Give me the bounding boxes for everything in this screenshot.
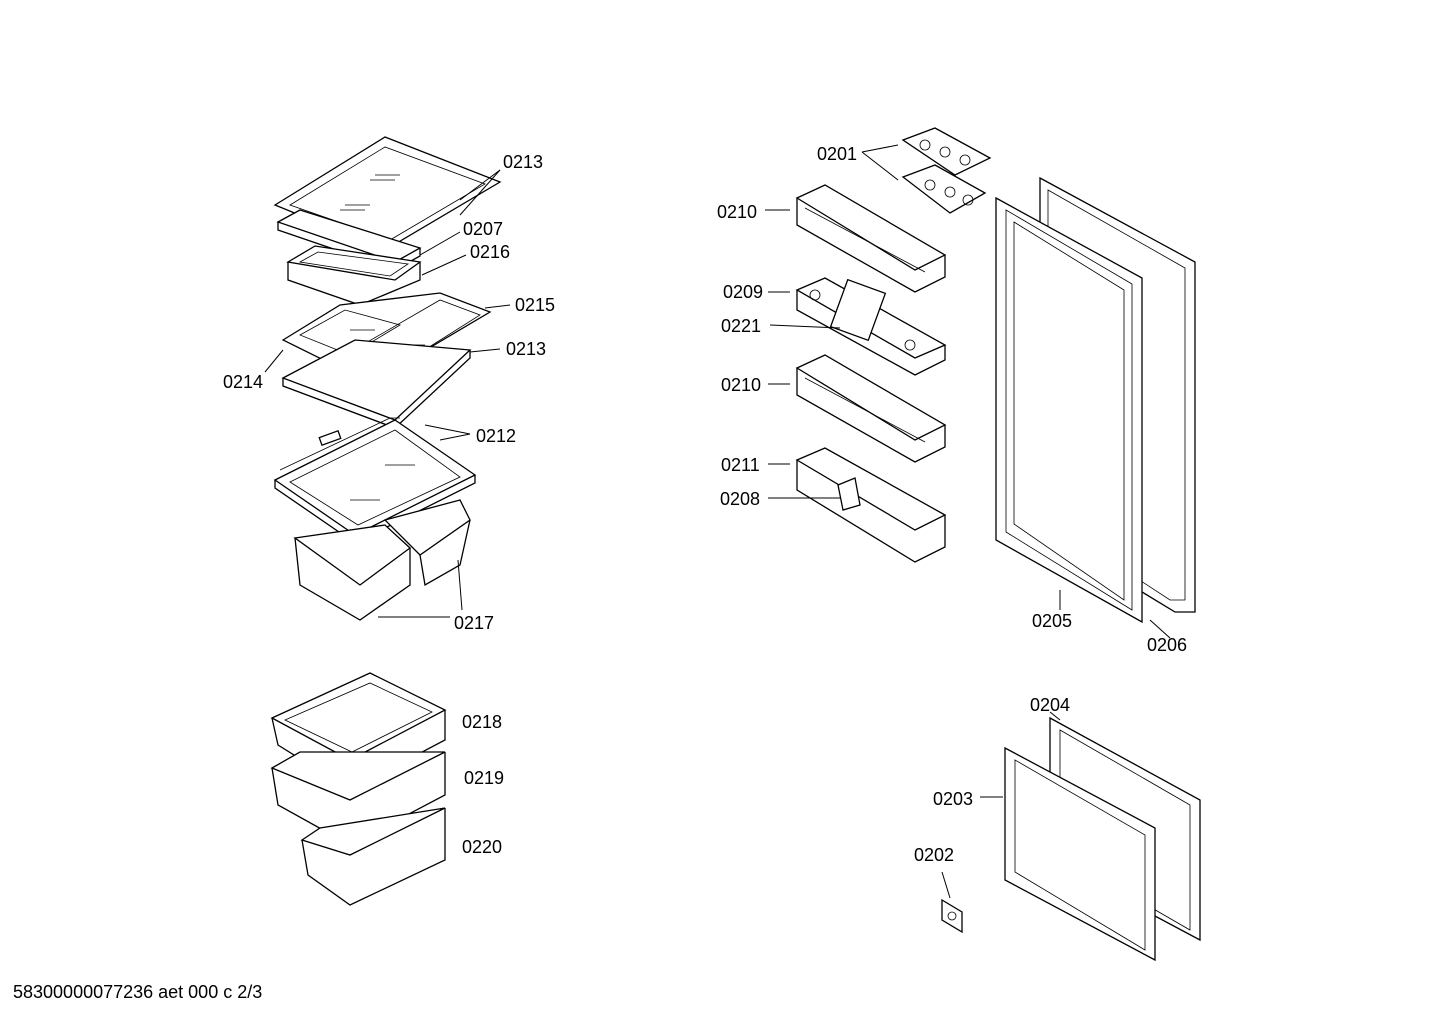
part-label-0211: 0211: [721, 455, 760, 475]
crisper-bins-0217: [293, 499, 471, 621]
door-bin-0210-mid: [795, 354, 947, 463]
door-gasket-0205: [995, 196, 1143, 624]
door-bin-0210-top: [795, 184, 947, 293]
part-label-0203: 0203: [933, 789, 973, 809]
part-label-0213-top: 0213: [503, 152, 543, 172]
footer-document-id: 58300000077236 aet 000 c 2/3: [13, 982, 262, 1002]
part-label-0202: 0202: [914, 845, 954, 865]
part-label-0205: 0205: [1032, 611, 1072, 631]
part-label-0201: 0201: [817, 144, 857, 164]
drawer-0220: [300, 807, 446, 906]
part-label-0206: 0206: [1147, 635, 1187, 655]
door-bin-0209: [795, 277, 947, 376]
part-label-0210-mid: 0210: [721, 375, 761, 395]
part-label-0204: 0204: [1030, 695, 1070, 715]
part-label-0212: 0212: [476, 426, 516, 446]
part-label-0209: 0209: [723, 282, 763, 302]
part-label-0220: 0220: [462, 837, 502, 857]
part-label-0215: 0215: [515, 295, 555, 315]
egg-trays-0201: [901, 127, 992, 214]
part-label-0207: 0207: [463, 219, 503, 239]
part-label-0221: 0221: [721, 316, 761, 336]
part-label-0208: 0208: [720, 489, 760, 509]
freezer-gasket-0203: [1004, 746, 1156, 962]
part-label-0210-top: 0210: [717, 202, 757, 222]
part-label-0218: 0218: [462, 712, 502, 732]
part-label-0217: 0217: [454, 613, 494, 633]
part-numbers: 0213 0207 0216 0215 0213 0214 0212 0217 …: [223, 144, 1187, 865]
part-label-0214: 0214: [223, 372, 263, 392]
part-label-0213-lower: 0213: [506, 339, 546, 359]
door-bin-0211: [795, 447, 947, 563]
vent-0202: [941, 898, 963, 934]
part-label-0219: 0219: [464, 768, 504, 788]
part-label-0216: 0216: [470, 242, 510, 262]
leader-lines: [264, 144, 1171, 899]
